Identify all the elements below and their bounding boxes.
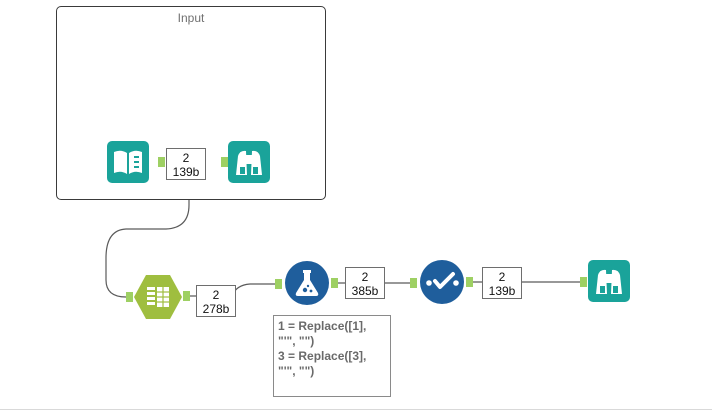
binoculars-icon (228, 141, 270, 183)
record-count: 2 (182, 151, 190, 165)
record-count-badge: 2 139b (482, 267, 522, 299)
select-tool[interactable] (420, 260, 464, 304)
data-size: 385b (351, 284, 379, 298)
record-count: 2 (361, 270, 369, 284)
book-icon (107, 141, 149, 183)
input-data-tool[interactable] (107, 141, 149, 183)
record-count-badge: 2 385b (345, 267, 385, 299)
annotation-line: "'", "") (278, 334, 315, 348)
checkmark-icon (420, 260, 464, 304)
output-anchor[interactable] (158, 157, 165, 167)
input-anchor[interactable] (410, 278, 417, 288)
output-anchor[interactable] (183, 291, 190, 301)
data-size: 139b (488, 284, 516, 298)
input-anchor[interactable] (126, 292, 133, 302)
record-count-badge: 2 139b (166, 148, 206, 180)
annotation-line: "'", "") (278, 364, 315, 378)
formula-annotation[interactable]: 1 = Replace([1], "'", "") 3 = Replace([3… (273, 315, 391, 397)
union-tool[interactable] (134, 275, 182, 319)
input-anchor[interactable] (580, 277, 587, 287)
input-anchor[interactable] (275, 279, 282, 289)
record-count: 2 (498, 270, 506, 284)
record-count: 2 (212, 288, 220, 302)
canvas-bottom-border (0, 409, 712, 410)
input-anchor[interactable] (221, 157, 228, 167)
container-title: Input (177, 11, 205, 25)
output-anchor[interactable] (466, 277, 473, 287)
union-icon (134, 275, 182, 319)
flask-icon (285, 261, 329, 305)
record-count-badge: 2 278b (196, 285, 236, 317)
browse-tool-1[interactable] (228, 141, 270, 183)
annotation-line: 1 = Replace([1], (278, 319, 367, 333)
formula-tool[interactable] (285, 261, 329, 305)
annotation-line: 3 = Replace([3], (278, 349, 367, 363)
browse-tool-2[interactable] (588, 260, 630, 302)
data-size: 139b (172, 165, 200, 179)
binoculars-icon (588, 260, 630, 302)
connection-input-to-union[interactable] (105, 178, 190, 298)
output-anchor[interactable] (331, 278, 338, 288)
data-size: 278b (202, 302, 230, 316)
